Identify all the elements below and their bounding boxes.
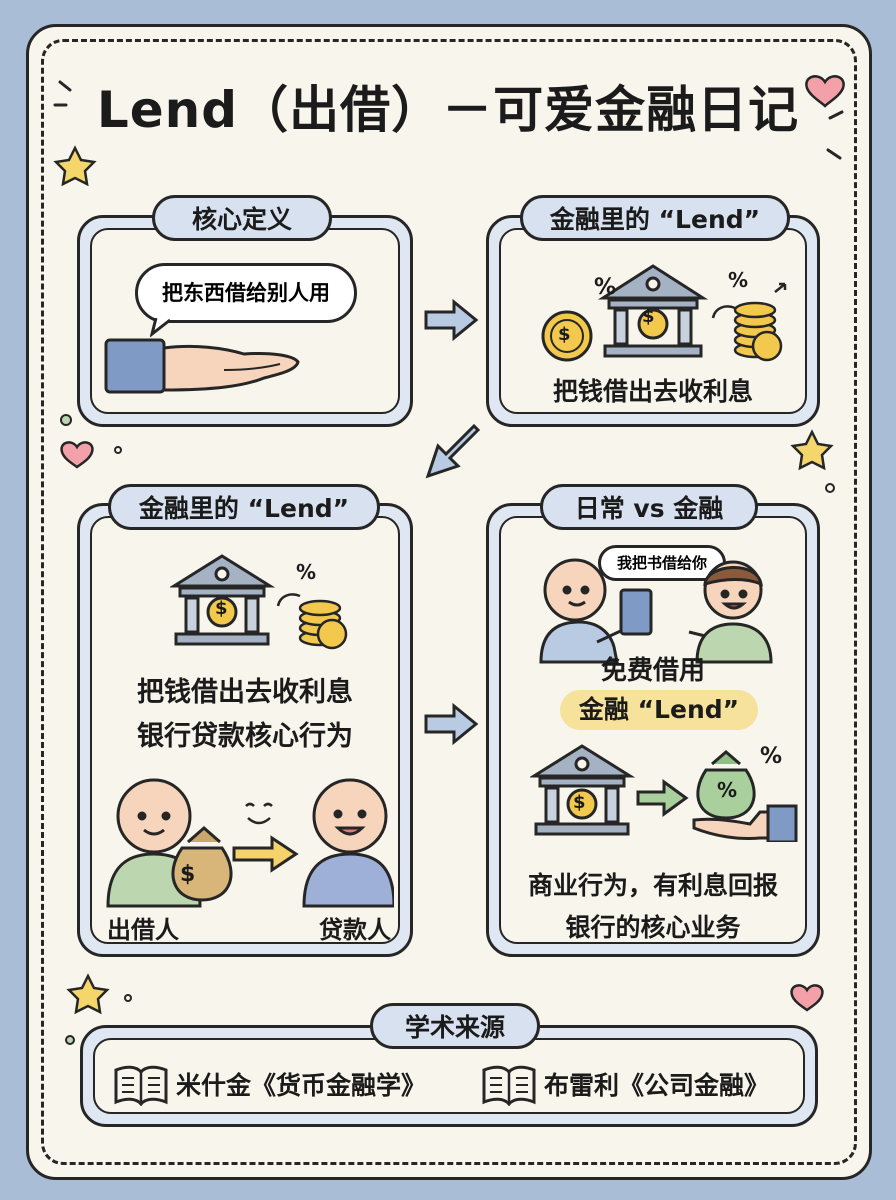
money-bag-icon (171, 826, 233, 902)
bank-loan-illustration (530, 744, 798, 842)
arrow-icon (636, 779, 689, 817)
star-icon (790, 429, 834, 471)
card-label: 核心定义 (152, 195, 332, 241)
card-label: 金融里的 “Lend” (520, 195, 790, 241)
free-borrow-label: 免费借用 (600, 656, 705, 686)
hand-icon (692, 804, 798, 842)
percent-sign: % (760, 744, 783, 769)
finance-lend-tag: 金融 “Lend” (560, 690, 758, 730)
dot-decoration (60, 414, 835, 1045)
percent-sign: % (717, 778, 738, 802)
bank-icon (530, 744, 636, 836)
smile-icon (245, 802, 273, 825)
receiver-figure (688, 560, 773, 664)
book-icon (482, 1065, 536, 1106)
speech-bubble: 把东西借给别人用 (135, 263, 357, 323)
star-icon (53, 145, 97, 187)
sharing-book-illustration (539, 558, 773, 664)
bubble-tail (150, 318, 171, 338)
bank-icon (597, 264, 709, 358)
giver-figure (539, 558, 628, 664)
coin-stack-icon (298, 599, 348, 650)
book-icon (114, 1065, 168, 1106)
hand-icon (104, 338, 300, 394)
card-label: 学术来源 (370, 1003, 540, 1049)
coin-icon (541, 310, 593, 362)
card-label: 金融里的 “Lend” (108, 484, 380, 530)
card-caption: 把钱借出去收利息 (552, 377, 753, 406)
dollar-sign: $ (573, 792, 586, 813)
page-title: Lend（出借）－可爱金融日记 (96, 81, 800, 139)
source-book-2: 布雷利《公司金融》 (544, 1071, 770, 1100)
arrow-icon (232, 835, 299, 873)
lender-label: 出借人 (107, 916, 179, 944)
heart-icon (60, 75, 845, 1012)
book-icon (619, 588, 653, 636)
star-icon (66, 973, 110, 1015)
source-book-1: 米什金《货币金融学》 (176, 1071, 427, 1100)
money-bag-icon (696, 750, 756, 820)
borrower-label: 贷款人 (319, 916, 391, 944)
dollar-sign: $ (215, 598, 228, 619)
coin-stack-icon (733, 301, 783, 362)
card-line-1: 把钱借出去收利息 (137, 677, 353, 708)
bank-icon (170, 554, 276, 646)
dollar-sign: $ (642, 306, 655, 327)
bank-coins-illustration (541, 264, 787, 362)
card-line-2: 银行的核心业务 (565, 913, 741, 942)
card-label: 日常 vs 金融 (540, 484, 758, 530)
card-line-2: 银行贷款核心行为 (137, 721, 353, 752)
dollar-sign: $ (180, 862, 196, 887)
speech-bubble: 我把书借给你 (598, 545, 726, 581)
dollar-sign: $ (558, 324, 571, 345)
card-line-1: 商业行为，有利息回报 (527, 871, 778, 900)
borrower-figure (302, 778, 394, 908)
percent-sign: % (296, 560, 317, 584)
arrow-icon (424, 298, 479, 342)
dashed-border (41, 39, 857, 1165)
sparkle-marks (53, 80, 844, 160)
lender-borrower-illustration (106, 778, 394, 908)
arrow-icon (424, 702, 479, 746)
arrow-icon (425, 423, 481, 479)
percent-sign: % (594, 275, 617, 300)
percent-sign: % (728, 268, 749, 292)
bank-coins-illustration (170, 554, 348, 650)
